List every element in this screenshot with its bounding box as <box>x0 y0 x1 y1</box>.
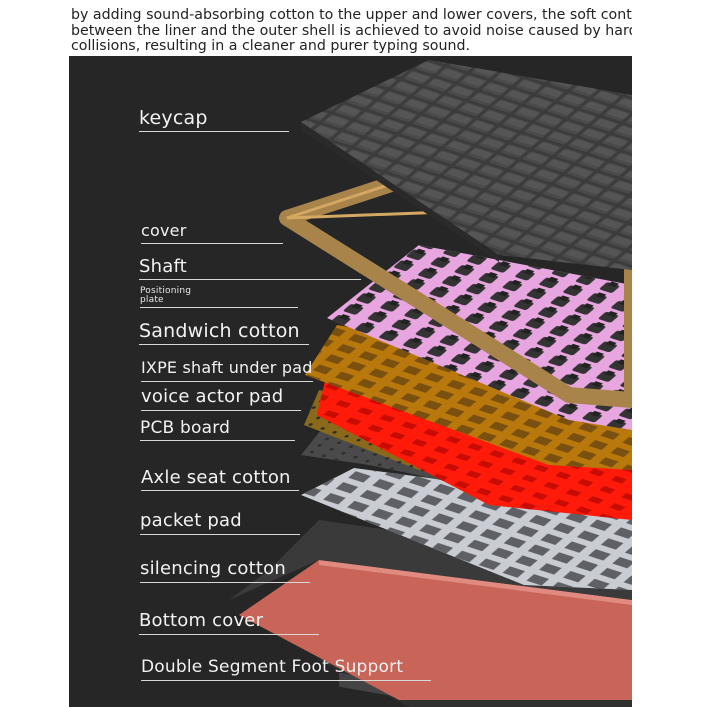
leader-line-sandwich-cotton <box>139 344 309 345</box>
leader-line-axle-seat-cotton <box>141 490 299 491</box>
leader-line-positioning-plate <box>140 307 298 308</box>
leader-line-packet-pad <box>140 534 300 535</box>
exploded-diagram-panel: by adding sound-absorbing cotton to the … <box>69 0 632 707</box>
leader-line-pcb-board <box>140 440 295 441</box>
label-cover: cover <box>141 221 186 240</box>
leader-line-voice-actor-pad <box>141 410 301 411</box>
label-sandwich-cotton: Sandwich cotton <box>139 320 300 342</box>
label-voice-actor-pad: voice actor pad <box>141 386 283 407</box>
label-positioning-plate: Positioning plate <box>140 287 191 305</box>
label-packet-pad: packet pad <box>140 510 242 531</box>
label-pcb-board: PCB board <box>140 418 230 438</box>
label-shaft: Shaft <box>139 256 187 277</box>
leader-line-silencing-cotton <box>140 582 310 583</box>
label-axle-seat-cotton: Axle seat cotton <box>141 467 291 488</box>
label-double-segment-foot-support: Double Segment Foot Support <box>141 657 403 677</box>
label-silencing-cotton: silencing cotton <box>140 558 286 579</box>
leader-line-double-segment-foot-support <box>141 680 431 681</box>
leader-line-shaft <box>139 279 361 280</box>
leader-line-bottom-cover <box>139 634 319 635</box>
label-bottom-cover: Bottom cover <box>139 610 263 631</box>
label-keycap: keycap <box>139 107 208 129</box>
leader-line-cover <box>141 243 283 244</box>
label-ixpe-shaft-under-pad: IXPE shaft under pad <box>141 358 313 377</box>
leader-line-ixpe-shaft-under-pad <box>141 381 313 382</box>
intro-description: by adding sound-absorbing cotton to the … <box>69 6 632 56</box>
leader-line-keycap <box>139 131 289 132</box>
